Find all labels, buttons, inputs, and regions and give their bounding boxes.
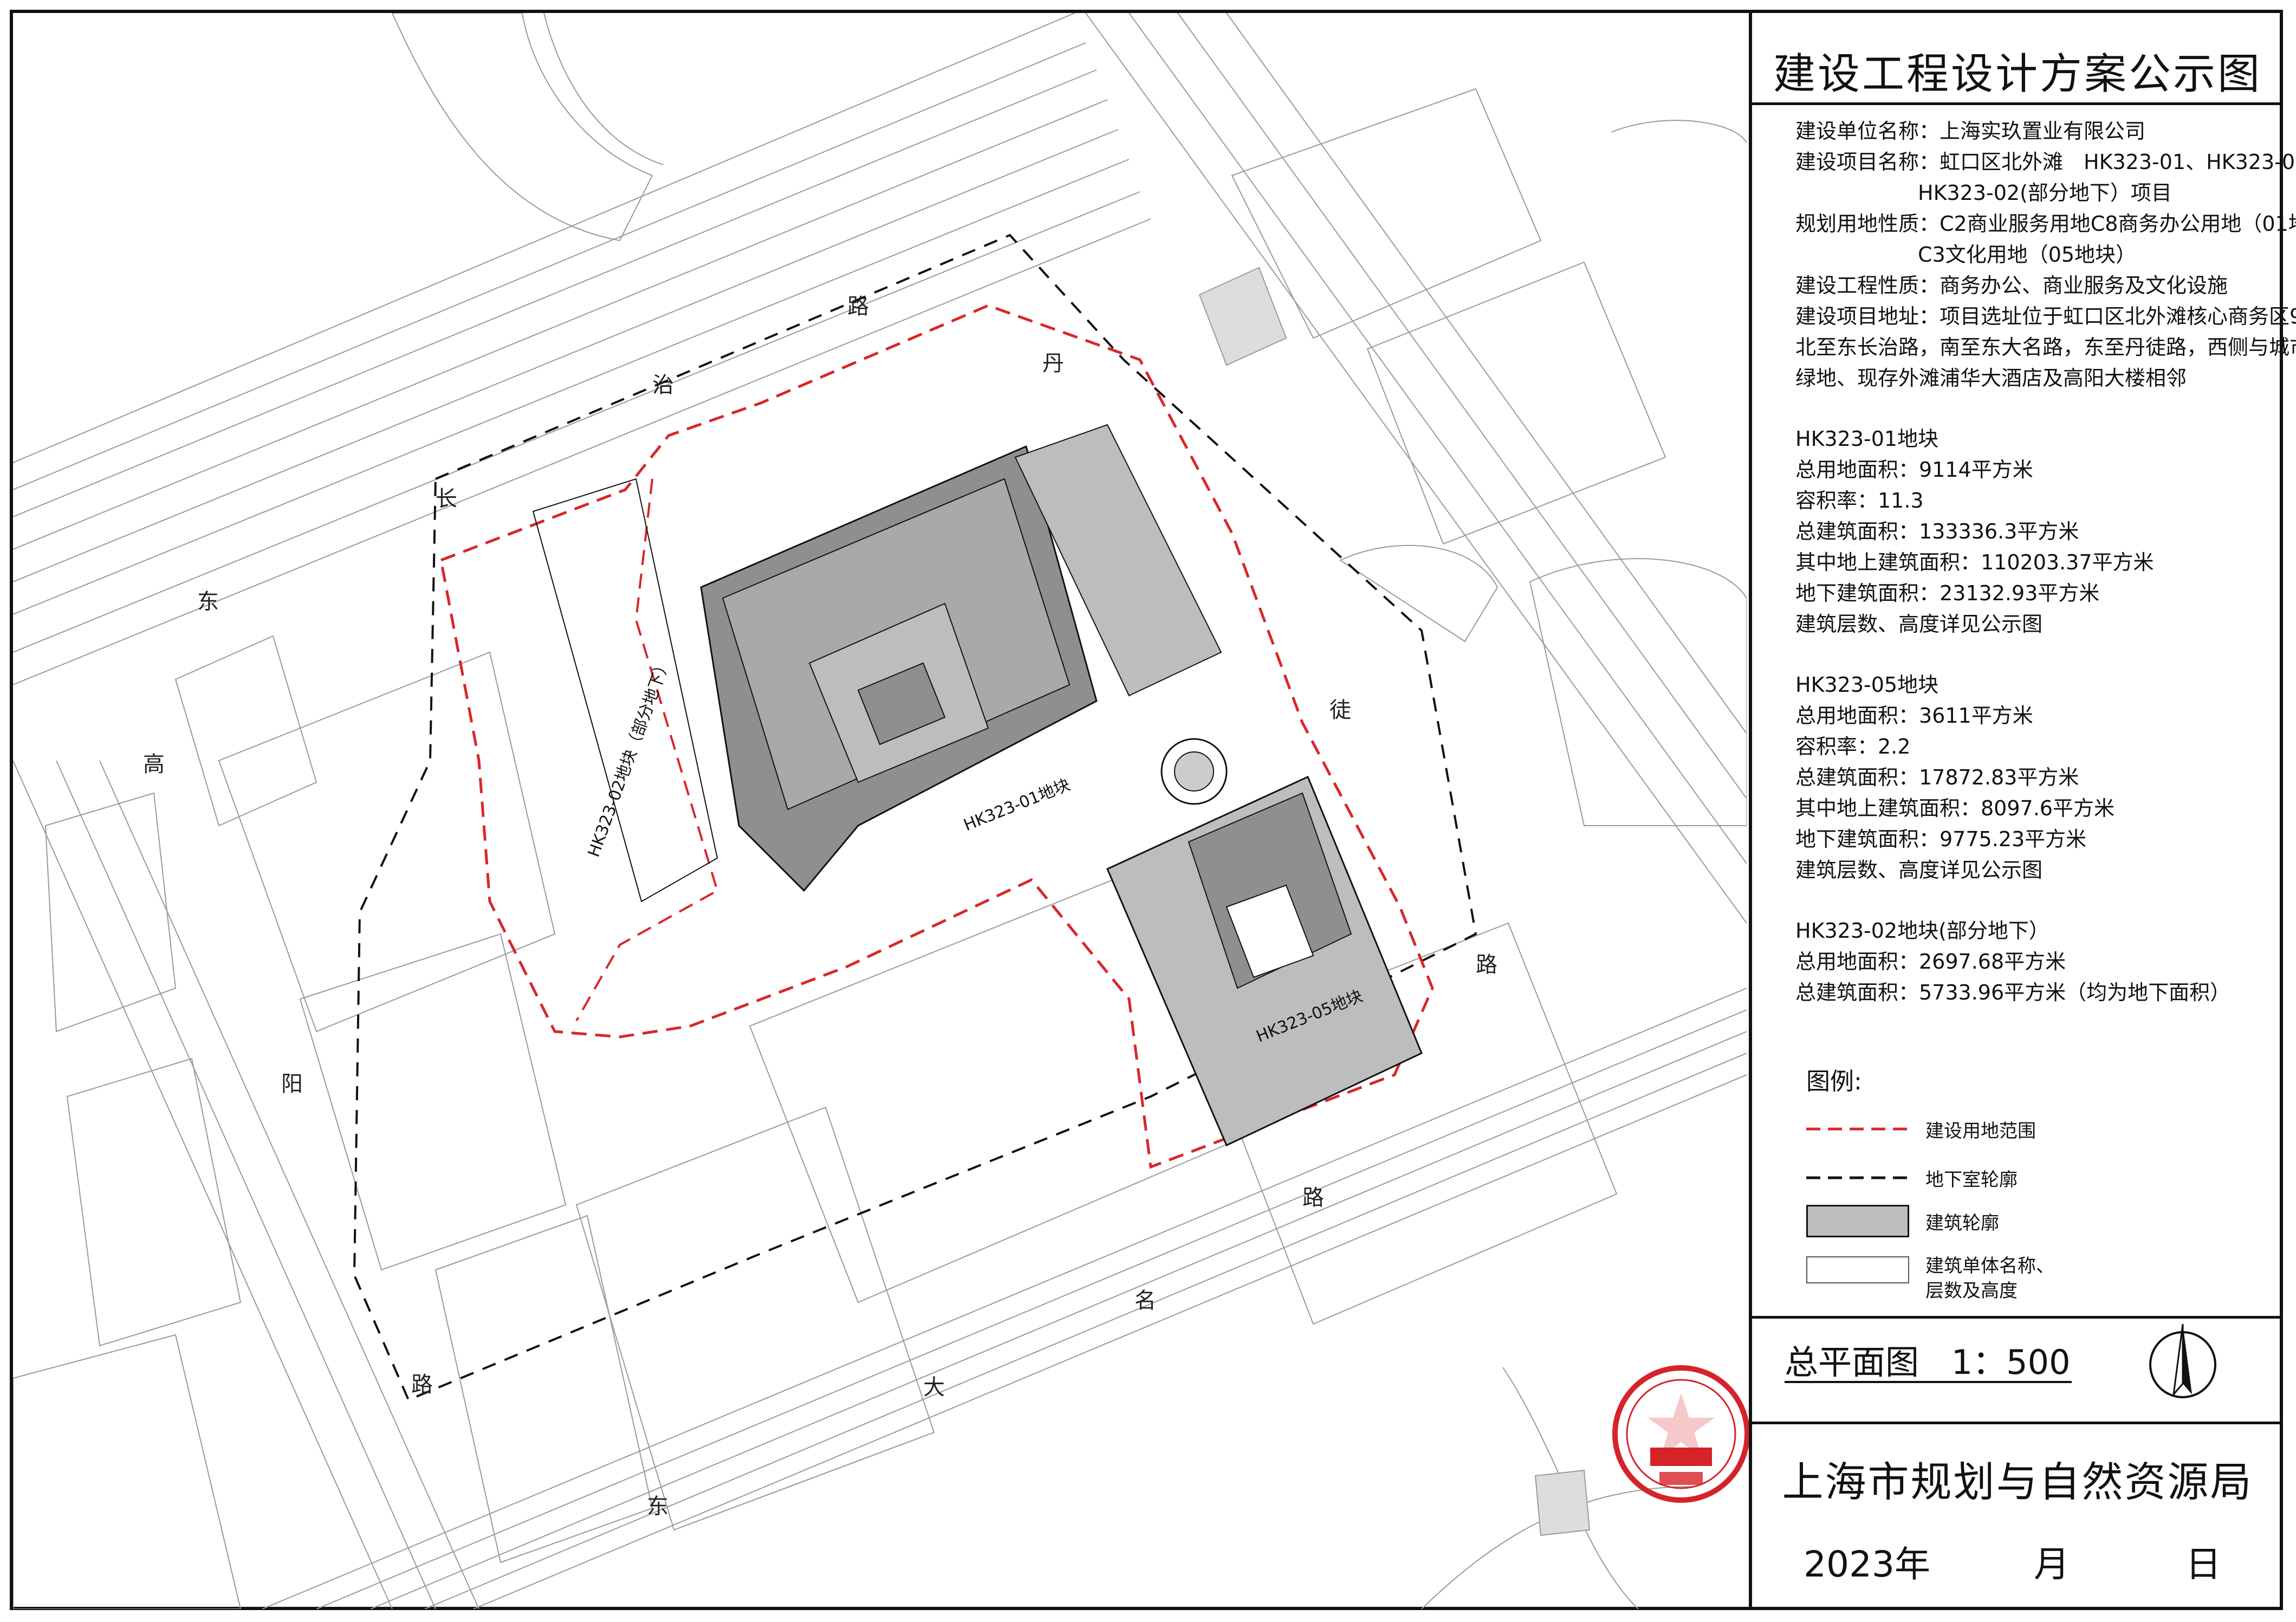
address-value-cont: 北至东长治路，南至东大名路，东至丹徒路，西侧与城市公共: [1795, 335, 2296, 359]
road-char: 路: [1302, 1185, 1324, 1210]
legend-building: 建筑轮廓: [1806, 1205, 1999, 1237]
north-arrow-icon: [2149, 1323, 2216, 1398]
road-char: 东: [197, 589, 219, 614]
block-label-hk323-01: HK323-01地块: [961, 775, 1073, 835]
parcel-01-line: 总用地面积：9114平方米: [1795, 458, 2033, 482]
legend-label: 建筑轮廓: [1925, 1212, 1999, 1234]
road-char: 治: [652, 373, 674, 398]
road-char: 徒: [1329, 698, 1351, 723]
nature-label: 建设工程性质：: [1795, 274, 1940, 297]
parcel-01-line: 总建筑面积：133336.3平方米: [1795, 520, 2079, 543]
site-plan-svg: 东 长 治 路 丹 徒 路 东 大 名 路 高 阳 路 HK323-01地块 H…: [13, 13, 1747, 1609]
divider: [1752, 1316, 2283, 1319]
legend-title: 图例:: [1806, 1068, 1862, 1095]
parcel-05-line: 总建筑面积：17872.83平方米: [1795, 765, 2079, 789]
landuse-label: 规划用地性质：: [1795, 212, 1940, 236]
building-hk323-01: [700, 424, 1228, 892]
building-hk323-05: [1106, 775, 1423, 1147]
legend-label: 建设用地范围: [1925, 1120, 2036, 1142]
agency-name: 上海市规划与自然资源局: [1782, 1458, 2253, 1506]
basement-outline: [353, 233, 1477, 1402]
parcel-01-name: HK323-01地块: [1795, 427, 1939, 451]
divider: [1752, 102, 2283, 105]
parcel-02-line: 总建筑面积：5733.96平方米（均为地下面积）: [1795, 981, 2231, 1004]
parcel-02-boundary: [575, 478, 719, 1021]
road-char: 名: [1134, 1288, 1156, 1313]
road-char: 路: [411, 1372, 433, 1397]
project-info: 建设单位名称：上海实玖置业有限公司 建设项目名称：虹口区北外滩 HK323-01…: [1795, 116, 2296, 1008]
context-linework: [13, 13, 1747, 1609]
parcel-02-name: HK323-02地块(部分地下）: [1795, 919, 2049, 943]
parcel-05-line: 总用地面积：3611平方米: [1795, 704, 2033, 728]
road-char: 东: [647, 1494, 669, 1519]
parcel-05-line: 地下建筑面积：9775.23平方米: [1795, 827, 2087, 851]
road-char: 路: [847, 294, 869, 319]
divider: [1752, 1422, 2283, 1424]
parcel-05-line: 其中地上建筑面积：8097.6平方米: [1795, 796, 2115, 820]
legend-site-boundary: 建设用地范围: [1806, 1113, 2036, 1145]
scale-label: 总平面图: [1785, 1342, 1919, 1382]
road-char: 长: [436, 486, 457, 511]
parcel-05-name: HK323-05地块: [1795, 673, 1939, 697]
legend-label: 地下室轮廓: [1925, 1169, 2018, 1191]
address-label: 建设项目地址：: [1795, 304, 1940, 328]
address-value: 项目选址位于虹口区北外滩核心商务区90街坊，: [1940, 304, 2296, 328]
road-char: 路: [1476, 952, 1497, 977]
project-value: 虹口区北外滩 HK323-01、HK323-05、: [1940, 150, 2296, 174]
road-char: 高: [143, 752, 165, 777]
title-block: 建设工程设计方案公示图 建设单位名称：上海实玖置业有限公司 建设项目名称：虹口区…: [1749, 13, 2296, 1609]
scale-row: 总平面图 1：500: [1785, 1335, 2092, 1384]
legend-label: 建筑单体名称、: [1925, 1255, 2054, 1277]
road-char: 阳: [281, 1072, 303, 1097]
block-label-hk323-02: HK323-02地块（部分地下）: [585, 656, 674, 860]
parcel-02-line: 总用地面积：2697.68平方米: [1795, 950, 2066, 974]
site-plan-drawing: 东 长 治 路 丹 徒 路 东 大 名 路 高 阳 路 HK323-01地块 H…: [13, 13, 1747, 1609]
unit-value: 上海实玖置业有限公司: [1940, 119, 2146, 143]
date-year: 2023年: [1804, 1543, 1930, 1585]
parcel-01-line: 建筑层数、高度详见公示图: [1795, 612, 2043, 636]
parcel-02-outline: [532, 478, 718, 903]
parcel-01-line: 其中地上建筑面积：110203.37平方米: [1795, 550, 2154, 574]
unit-label: 建设单位名称：: [1795, 119, 1940, 143]
project-value-cont: HK323-02(部分地下）项目: [1918, 181, 2172, 205]
parcel-01-line: 地下建筑面积：23132.93平方米: [1795, 581, 2100, 605]
drawing-title: 建设工程设计方案公示图: [1773, 50, 2262, 99]
road-char: 丹: [1042, 351, 1064, 376]
parcel-01-line: 容积率：11.3: [1795, 489, 1924, 512]
road-char: 大: [923, 1375, 945, 1400]
legend-building-name: 建筑单体名称、 层数及高度: [1806, 1254, 2054, 1302]
sheet-border: [10, 10, 2283, 1610]
official-seal-icon: [1612, 1365, 1750, 1503]
date-month: 月: [2034, 1543, 2070, 1585]
scale-value: 1：500: [1951, 1342, 2071, 1382]
date-day: 日: [2185, 1543, 2221, 1585]
nature-value: 商务办公、商业服务及文化设施: [1940, 274, 2228, 297]
legend-basement: 地下室轮廓: [1806, 1162, 2018, 1194]
parcel-05-line: 容积率：2.2: [1795, 735, 1911, 758]
landuse-value: C2商业服务用地C8商务办公用地（01地块）: [1940, 212, 2296, 236]
legend-label: 层数及高度: [1925, 1280, 2018, 1302]
address-value-cont: 绿地、现存外滩浦华大酒店及高阳大楼相邻: [1795, 366, 2187, 390]
project-label: 建设项目名称：: [1795, 150, 1940, 174]
parcel-05-line: 建筑层数、高度详见公示图: [1795, 858, 2043, 882]
landuse-value-cont: C3文化用地（05地块）: [1918, 243, 2137, 267]
site-boundary: [439, 304, 1434, 1169]
scale-underline: [1785, 1381, 2072, 1383]
